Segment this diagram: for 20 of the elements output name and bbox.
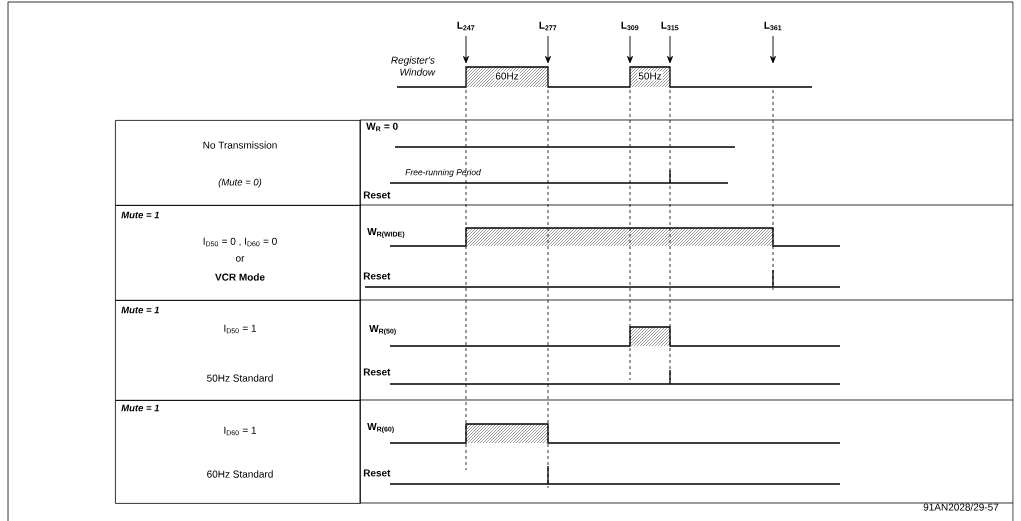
condition-cell: No Transmission (Mute = 0) (115, 120, 361, 206)
signal-name: W$_{R(60)}$ (367, 423, 394, 433)
signal-name: Register's Window (391, 56, 436, 76)
signal-name: W$_{R(50)}$ (369, 325, 396, 335)
line-label: L$_{277}$ (539, 21, 557, 31)
condition-cell: Mute = 1 I$_{D60}$ = 1 60Hz Standard (115, 400, 361, 504)
waveform-label: 60Hz (494, 71, 520, 81)
line-label: L$_{361}$ (764, 21, 782, 31)
line-label: L$_{315}$ (661, 21, 679, 31)
line-label: L$_{247}$ (457, 21, 475, 31)
line-label: L$_{309}$ (621, 21, 639, 31)
signal-name: Reset (363, 191, 391, 199)
signal-name: Reset (363, 272, 391, 280)
figure-code: 91AN2028/29-57 (923, 503, 999, 511)
waveform-label: 50Hz (637, 71, 663, 81)
signal-name: Reset (363, 368, 391, 376)
condition-cell: Mute = 1 I$_{D50}$ = 1 50Hz Standard (115, 300, 361, 401)
signal-name: W$_{R(WIDE)}$ (367, 228, 405, 238)
condition-cell: Mute = 1 I$_{D50}$ = 0 , I$_{D60}$ = 0 or VCR Mode (115, 205, 361, 301)
period-label: Free-running Period (405, 169, 481, 177)
